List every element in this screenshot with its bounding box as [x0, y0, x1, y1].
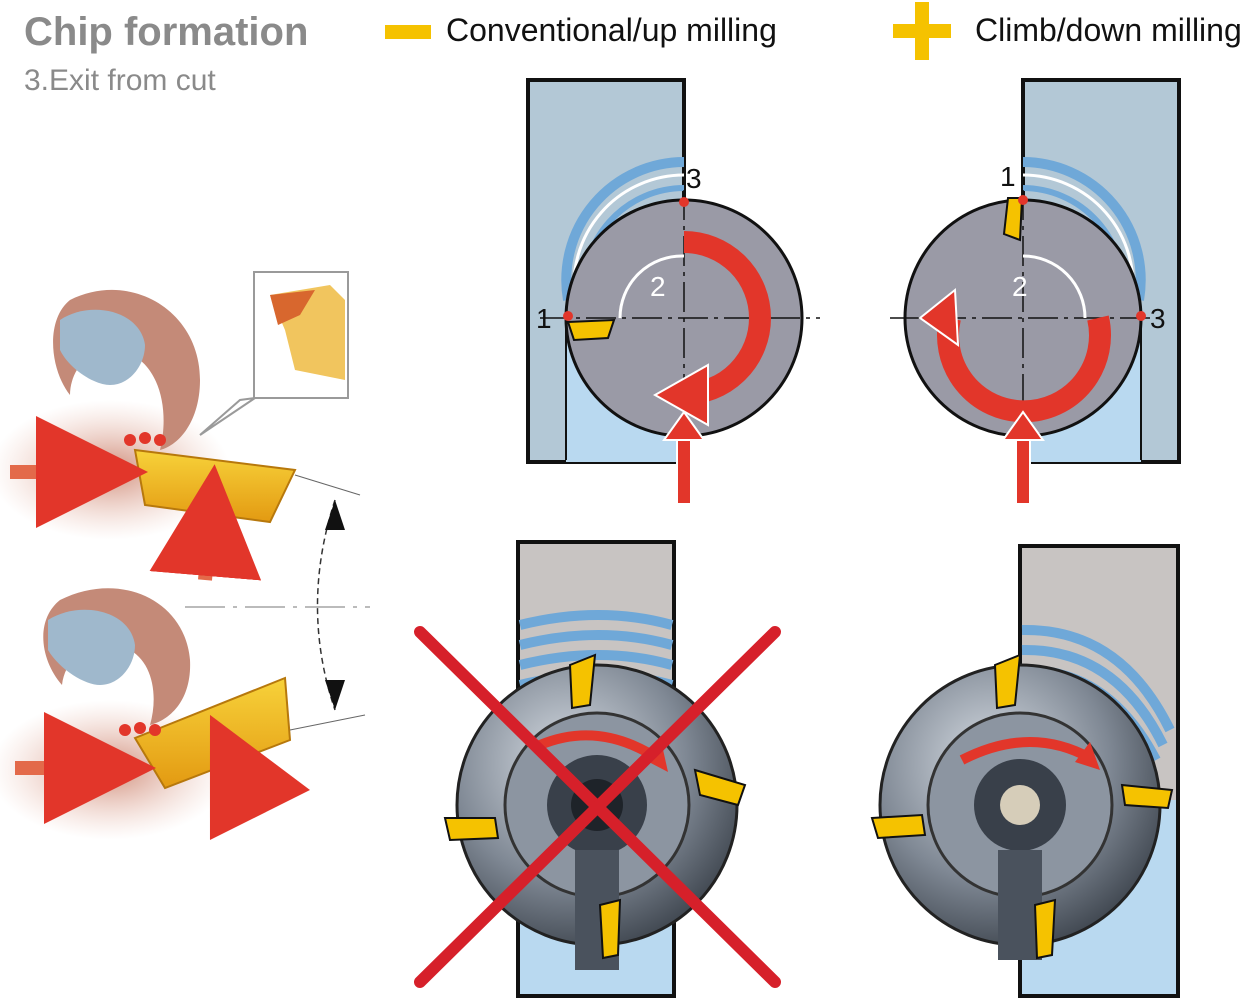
chip-formation-illustration — [0, 271, 370, 841]
insert-down — [1002, 197, 1024, 242]
point-3-label-down: 3 — [1150, 303, 1166, 334]
rotation-arrow-3d-down — [959, 737, 1093, 765]
insert-3d-down-3 — [870, 813, 927, 840]
insert-3d-down-1 — [993, 653, 1022, 710]
point-1-label-up: 1 — [536, 303, 552, 334]
feed-arrow-up — [662, 410, 706, 441]
insert-3d-down-2 — [1120, 783, 1174, 810]
cross-mark-line-2 — [414, 626, 781, 988]
point-1-label-down: 1 — [1000, 161, 1016, 192]
point-2-label-up: 2 — [650, 271, 666, 302]
insert-3d-up-4 — [598, 898, 622, 960]
angle-arrow-bottom — [325, 680, 345, 710]
down-milling-schematic: 1 2 3 — [890, 78, 1181, 505]
chip-arc-down — [1022, 157, 1146, 301]
legend-up-milling-label: Conventional/up milling — [446, 12, 777, 48]
insert-3d-up-2 — [693, 768, 747, 807]
chip-core-top — [60, 309, 145, 385]
point-3-label-up: 3 — [686, 163, 702, 194]
insert-3d-up-3 — [443, 817, 500, 842]
insert-up — [566, 318, 616, 342]
chip-core-bottom — [48, 609, 135, 685]
chip-arc-up — [561, 157, 685, 301]
up-milling-3d — [414, 540, 781, 998]
page-title: Chip formation — [24, 10, 309, 54]
feed-arrow-down — [1001, 410, 1045, 441]
legend-down-milling-label: Climb/down milling — [975, 12, 1242, 48]
rotation-arrow-up — [683, 231, 771, 405]
force-arrow-bottom-up — [209, 714, 311, 841]
insert-3d-up-1 — [568, 653, 597, 710]
down-milling-3d — [870, 544, 1180, 998]
insert-3d-down-4 — [1033, 898, 1057, 960]
up-milling-schematic: 1 2 3 — [526, 78, 820, 505]
rotation-arrow-down — [937, 315, 1111, 423]
minus-icon — [385, 25, 431, 39]
point-2-label-down: 2 — [1012, 271, 1028, 302]
page-subtitle: 3.Exit from cut — [24, 64, 216, 97]
angle-arrow-top — [325, 500, 345, 530]
force-arrow-top-up — [149, 464, 262, 581]
plus-icon — [893, 2, 951, 60]
